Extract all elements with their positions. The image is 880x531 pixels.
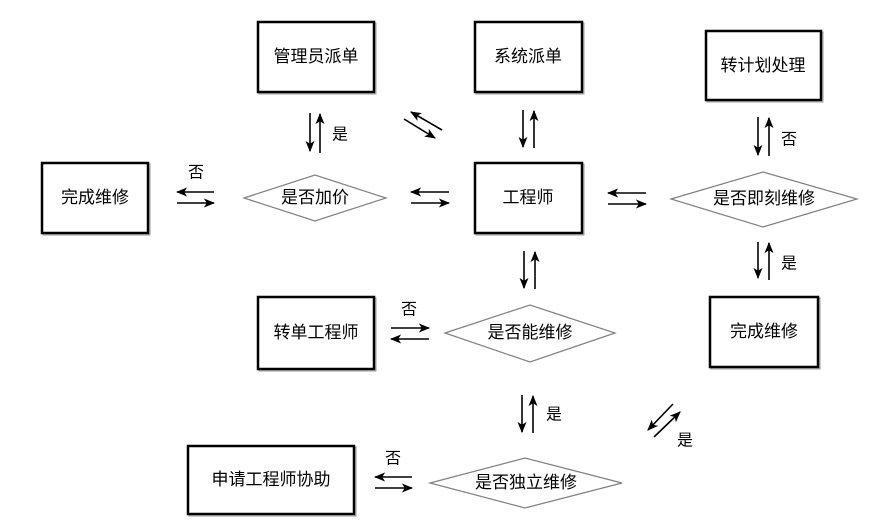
edge-system-to-engineer bbox=[518, 109, 539, 149]
edge-independent-to-complete: 是 bbox=[647, 403, 693, 450]
node-plan-process: 转计划处理 bbox=[704, 29, 824, 103]
edge-assist-to-independent: 否 bbox=[373, 449, 414, 493]
arrow-up-right bbox=[653, 411, 681, 438]
edge-admin-to-engineer bbox=[403, 111, 443, 139]
node-complete-right-label: 完成维修 bbox=[730, 322, 798, 342]
decision-can-repair: 是否能维修 bbox=[443, 304, 617, 363]
decision-immediate-repair: 是否即刻维修 bbox=[668, 171, 860, 228]
arrow-down-left bbox=[647, 403, 674, 431]
node-system-dispatch: 系统派单 bbox=[473, 20, 585, 95]
node-request-assist: 申请工程师协助 bbox=[186, 444, 357, 517]
node-request-assist-label: 申请工程师协助 bbox=[212, 470, 331, 490]
edge-admin-to-price-label: 是 bbox=[332, 125, 348, 144]
node-engineer: 工程师 bbox=[473, 161, 585, 236]
edge-assist-to-independent-label: 否 bbox=[385, 449, 401, 468]
node-admin-dispatch: 管理员派单 bbox=[256, 20, 377, 95]
edge-admin-to-price: 是 bbox=[305, 112, 348, 153]
edge-plan-to-immediate: 否 bbox=[753, 116, 797, 157]
edge-immediate-to-complete: 是 bbox=[753, 241, 797, 280]
decision-independent-repair-label: 是否独立维修 bbox=[475, 473, 577, 493]
edge-can-to-independent-label: 是 bbox=[546, 405, 562, 424]
edge-engineer-to-can bbox=[519, 250, 540, 290]
node-transfer-engineer-label: 转单工程师 bbox=[274, 323, 359, 343]
node-complete-left: 完成维修 bbox=[40, 161, 151, 236]
edge-complete-to-price-label: 否 bbox=[188, 163, 204, 182]
node-plan-process-label: 转计划处理 bbox=[721, 56, 806, 76]
node-engineer-label: 工程师 bbox=[503, 188, 554, 208]
decision-independent-repair: 是否独立维修 bbox=[427, 457, 623, 509]
decision-price-increase-label: 是否加价 bbox=[281, 188, 349, 208]
edge-independent-to-complete-label: 是 bbox=[677, 431, 693, 450]
edge-immediate-to-complete-label: 是 bbox=[781, 254, 797, 273]
edge-complete-to-price: 否 bbox=[175, 163, 216, 208]
edge-can-to-independent: 是 bbox=[517, 394, 562, 434]
edge-price-to-engineer bbox=[409, 187, 451, 208]
decision-immediate-repair-label: 是否即刻维修 bbox=[713, 189, 815, 209]
arrow-up-left bbox=[410, 111, 443, 131]
edge-plan-to-immediate-label: 否 bbox=[781, 130, 797, 149]
arrow-down-right bbox=[403, 118, 436, 139]
edge-engineer-to-immediate bbox=[606, 188, 648, 209]
edge-transfer-to-can-label: 否 bbox=[401, 300, 417, 319]
node-system-dispatch-label: 系统派单 bbox=[494, 47, 562, 67]
node-transfer-engineer: 转单工程师 bbox=[256, 295, 377, 372]
node-complete-right: 完成维修 bbox=[708, 295, 821, 370]
node-admin-dispatch-label: 管理员派单 bbox=[274, 47, 359, 67]
decision-price-increase: 是否加价 bbox=[242, 174, 388, 222]
decision-can-repair-label: 是否能维修 bbox=[488, 323, 573, 343]
node-complete-left-label: 完成维修 bbox=[61, 188, 129, 208]
edge-transfer-to-can: 否 bbox=[389, 300, 431, 344]
